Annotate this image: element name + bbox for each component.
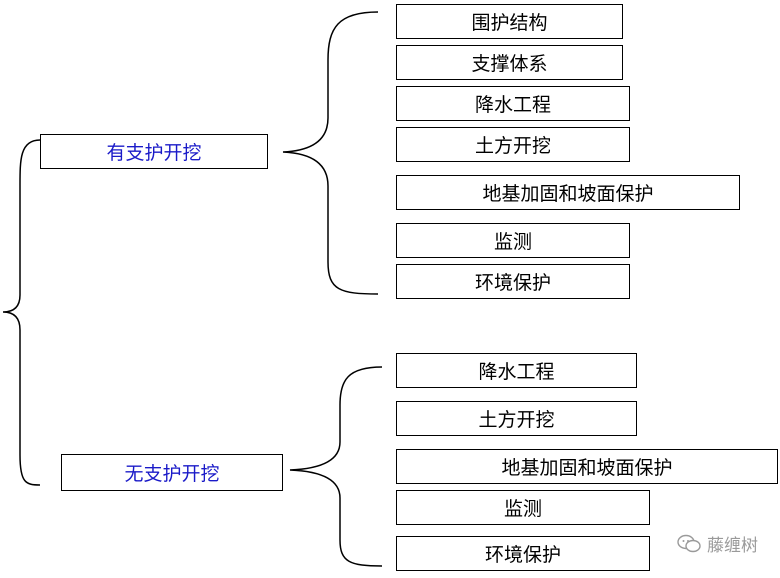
bottom-item-dewatering: 降水工程 bbox=[396, 353, 637, 388]
bottom-item-environment: 环境保护 bbox=[396, 536, 650, 571]
top-item-environment: 环境保护 bbox=[396, 264, 630, 299]
bottom-item-ground-reinforcement: 地基加固和坡面保护 bbox=[396, 449, 778, 484]
watermark-text: 藤缠树 bbox=[707, 536, 758, 556]
bottom-item-earthwork: 土方开挖 bbox=[396, 401, 637, 436]
top-item-retaining-structure: 围护结构 bbox=[396, 4, 623, 39]
top-item-monitoring: 监测 bbox=[396, 223, 630, 258]
bottom-item-monitoring: 监测 bbox=[396, 490, 650, 525]
top-group-box: 有支护开挖 bbox=[40, 134, 268, 169]
watermark: 藤缠树 bbox=[677, 531, 758, 556]
top-item-dewatering: 降水工程 bbox=[396, 86, 630, 121]
root-brace bbox=[2, 139, 41, 486]
top-item-support-system: 支撑体系 bbox=[396, 45, 623, 80]
bottom-group-brace bbox=[289, 366, 383, 567]
top-group-brace bbox=[282, 11, 379, 295]
bottom-group-box: 无支护开挖 bbox=[61, 454, 283, 491]
top-item-earthwork: 土方开挖 bbox=[396, 127, 630, 162]
wechat-icon bbox=[677, 534, 701, 552]
top-item-ground-reinforcement: 地基加固和坡面保护 bbox=[396, 175, 740, 210]
